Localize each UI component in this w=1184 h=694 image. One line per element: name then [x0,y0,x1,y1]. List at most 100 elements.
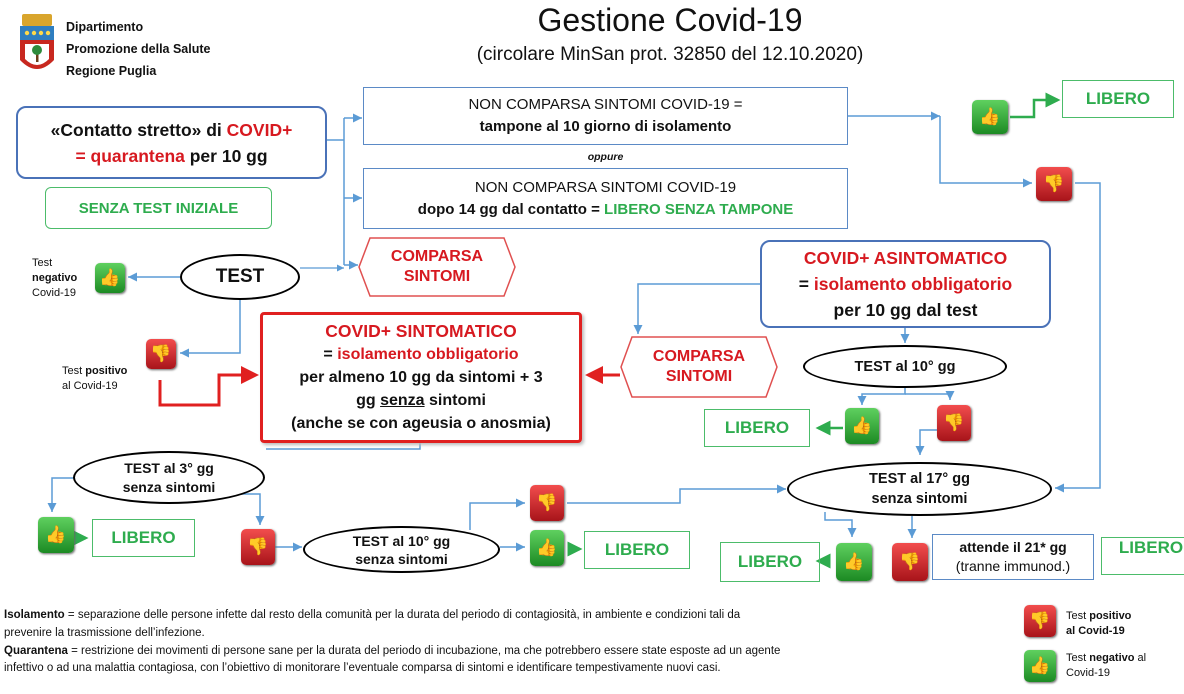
thumbs-up-icon: 👍 [95,263,125,293]
option2-line1: NON COMPARSA SINTOMI COVID-19 [474,178,737,196]
contact-days: per 10 gg [184,145,268,166]
test17-l1: TEST al 17° gg [869,471,970,487]
libero-box-17day: LIBERO [720,542,820,582]
test3-l1: TEST al 3° gg [124,459,214,476]
thumbs-down-icon: 👎 [530,485,564,521]
thumbs-down-icon: 👎 [937,405,971,441]
definitions: Isolamento = separazione delle persone i… [4,607,1004,678]
test-3-day-oval: TEST al 3° gg senza sintomi [73,451,265,504]
asymptomatic-eq: = [798,274,814,294]
quarantine-def-1: = restrizione dei movimenti di persone s… [67,644,781,657]
test-17-day-oval: TEST al 17° gg senza sintomi [787,462,1052,516]
legend-neg-l1c: al [1134,652,1147,664]
symptoms-onset-hex-2: COMPARSA SINTOMI [620,336,778,398]
isolation-term: Isolamento [4,609,65,621]
hex1-l2: SINTOMI [403,268,471,285]
libero-box-3day: LIBERO [92,519,195,557]
oppure-label: oppure [587,151,624,163]
test-10-day-oval-sym: TEST al 10° gg senza sintomi [303,526,500,573]
page-title: Gestione Covid-19 [537,2,803,38]
legend-neg-l2: Covid-19 [1066,666,1111,679]
wait21-l1: attende il 21* gg [959,539,1067,555]
symptomatic-l4c: sintomi [424,392,486,409]
test-10-day-oval-asym: TEST al 10° gg [803,345,1007,388]
close-contact-box: «Contatto stretto» di COVID+ = quaranten… [16,106,327,179]
symptomatic-l5: (anche se con ageusia o anosmia) [291,415,551,432]
thumbs-up-icon: 👍 [1024,650,1056,682]
org-line-1: Dipartimento [66,20,144,34]
legend-pos-l2: al Covid-19 [1066,624,1125,637]
option-no-symptoms-14-days: NON COMPARSA SINTOMI COVID-19 dopo 14 gg… [363,168,848,229]
hex2-l2: SINTOMI [665,368,733,385]
libero-box-21day: LIBERO [1101,537,1184,575]
asymptomatic-l3: per 10 gg dal test [833,300,978,320]
test-neg-l3: Covid-19 [32,286,77,299]
thumbs-up-icon: 👍 [38,517,74,553]
libero-box-10day: LIBERO [584,531,690,569]
symptomatic-l3: per almeno 10 gg da sintomi + 3 [299,369,543,386]
isolation-def-2: prevenire la trasmissione dell’infezione… [4,626,205,639]
symptomatic-l4b: senza [380,392,425,409]
test-negative-label: Test negativo Covid-19 [32,256,77,301]
contact-quarantine: quarantena [90,145,185,166]
symptomatic-box: COVID+ SINTOMATICO = isolamento obbligat… [260,312,582,443]
thumbs-up-icon: 👍 [972,100,1008,134]
hex1-l1: COMPARSA [390,248,484,265]
thumbs-down-icon: 👎 [241,529,275,565]
thumbs-down-icon: 👎 [1036,167,1072,201]
option2-line2a: dopo 14 gg dal contatto = [417,200,605,218]
legend-pos-l1a: Test [1066,610,1090,622]
legend-negative: Test negativo al Covid-19 [1066,651,1146,681]
test-oval: TEST [180,254,300,300]
option1-line2: tampone al 10 giorno di isolamento [479,118,732,135]
test-pos-l1a: Test [62,365,86,377]
test-pos-l2: al Covid-19 [62,379,118,392]
contact-covid: COVID+ [226,119,293,140]
contact-text: «Contatto stretto» di [50,119,227,140]
asymptomatic-box: COVID+ ASINTOMATICO = isolamento obbliga… [760,240,1051,328]
symptomatic-isolation: isolamento obbligatorio [337,346,519,363]
legend-positive: Test positivo al Covid-19 [1066,609,1131,639]
isolation-def-1: = separazione delle persone infette dal … [64,609,741,621]
thumbs-up-icon: 👍 [836,543,872,581]
org-line-3: Regione Puglia [66,64,157,78]
quarantine-def-2: infettivo o ad una malattia contagiosa, … [4,662,721,675]
option-no-symptoms-swab: NON COMPARSA SINTOMI COVID-19 = tampone … [363,87,848,145]
thumbs-down-icon: 👎 [892,543,928,581]
test17-l2: senza sintomi [871,491,968,507]
asymptomatic-title: COVID+ ASINTOMATICO [803,248,1008,268]
test-neg-l1: Test [32,257,53,269]
asymptomatic-isolation: isolamento obbligatorio [813,274,1013,294]
wait21-l2: (tranne immunod.) [955,558,1071,574]
test10sym-l1: TEST al 10° gg [352,532,451,549]
test-neg-l2: negativo [32,271,78,284]
legend-neg-l1a: Test [1066,652,1090,664]
option2-free-no-swab: LIBERO SENZA TAMPONE [604,200,794,218]
symptomatic-eq: = [323,346,338,363]
hex2-l1: COMPARSA [652,348,746,365]
test-pos-l1b: positivo [85,365,128,377]
libero-box-asym: LIBERO [704,409,810,447]
symptoms-onset-hex: COMPARSA SINTOMI [358,237,516,297]
symptomatic-title: COVID+ SINTOMATICO [325,321,517,341]
thumbs-up-icon: 👍 [845,408,879,444]
thumbs-up-icon: 👍 [530,530,564,566]
legend-pos-l1b: positivo [1089,610,1132,622]
option1-line1: NON COMPARSA SINTOMI COVID-19 = [468,96,743,113]
thumbs-down-icon: 👎 [1024,605,1056,637]
no-initial-test-box: SENZA TEST INIZIALE [45,187,272,229]
legend-neg-l1b: negativo [1089,652,1135,664]
org-line-2: Promozione della Salute [66,42,211,56]
regione-logo [18,14,56,78]
test-positive-label: Test positivo al Covid-19 [62,364,127,394]
symptomatic-l4a: gg [356,392,381,409]
quarantine-term: Quarantena [4,644,68,657]
test10sym-l2: senza sintomi [355,550,448,567]
page-subtitle: (circolare MinSan prot. 32850 del 12.10.… [476,44,864,65]
org-name: Dipartimento Promozione della Salute Reg… [66,16,210,82]
test3-l2: senza sintomi [122,478,216,495]
libero-box-top: LIBERO [1062,80,1174,118]
contact-eq: = [75,145,91,166]
wait-21-day-box: attende il 21* gg (tranne immunod.) [932,534,1094,580]
